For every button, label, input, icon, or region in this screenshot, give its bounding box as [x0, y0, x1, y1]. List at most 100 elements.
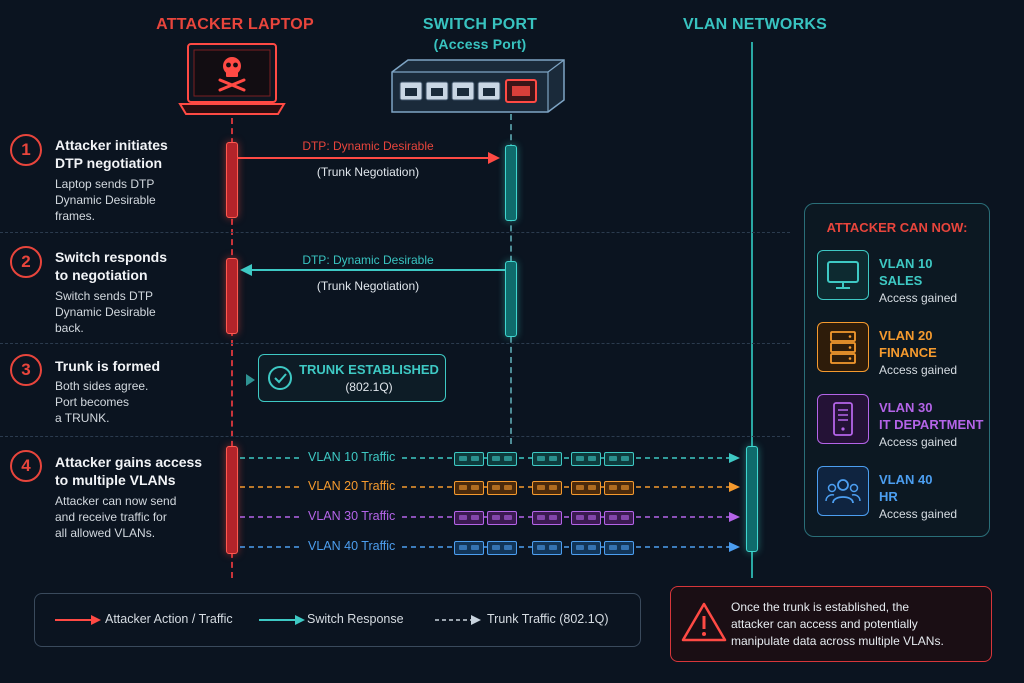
- vlan-20-traffic-label: VLAN 20 Traffic: [302, 479, 402, 493]
- step-title: DTP negotiation: [55, 155, 163, 171]
- legend-switch-label: Switch Response: [307, 612, 404, 626]
- vlan-10-traffic-label: VLAN 10 Traffic: [302, 450, 402, 464]
- dashed-arrow-icon: [435, 615, 481, 625]
- users-icon: [817, 466, 869, 516]
- panel-title: ATTACKER CAN NOW:: [826, 220, 968, 235]
- packet-icon: [487, 452, 517, 466]
- divider: [0, 343, 790, 344]
- server-rack-icon: [817, 394, 869, 444]
- warning-line: attacker can access and potentially: [731, 617, 918, 631]
- step-title: to negotiation: [55, 267, 148, 283]
- packet-icon: [604, 511, 634, 525]
- step-desc: Dynamic Desirable: [55, 305, 156, 319]
- attacker-lifeline: [231, 118, 233, 578]
- step-desc: a TRUNK.: [55, 411, 110, 425]
- step-desc: back.: [55, 321, 84, 335]
- legend-trunk-label: Trunk Traffic (802.1Q): [487, 612, 609, 626]
- packet-icon: [571, 541, 601, 555]
- trunk-established-box: TRUNK ESTABLISHED (802.1Q): [258, 354, 446, 402]
- monitor-icon: [817, 250, 869, 300]
- packet-icon: [454, 541, 484, 555]
- step-desc: Switch sends DTP: [55, 289, 154, 303]
- divider: [0, 232, 790, 233]
- dtp-message-sublabel: (Trunk Negotiation): [316, 165, 420, 179]
- packet-icon: [532, 452, 562, 466]
- step-desc: all allowed VLANs.: [55, 526, 156, 540]
- packet-icon: [532, 511, 562, 525]
- vlan-20-dept: FINANCE: [879, 345, 937, 360]
- vlan-activation-bar: [746, 446, 758, 552]
- vlan-10-status: Access gained: [879, 291, 958, 305]
- warning-text: Once the trunk is established, the attac…: [731, 599, 944, 650]
- vlan-networks-title: VLAN NETWORKS: [683, 16, 827, 33]
- packet-icon: [487, 541, 517, 555]
- step-title: Trunk is formed: [55, 358, 161, 374]
- step-title: Attacker gains access: [55, 454, 203, 470]
- server-icon: [817, 322, 869, 372]
- step-desc: frames.: [55, 209, 96, 223]
- vlan-40-status: Access gained: [879, 507, 958, 521]
- vlan-30-status: Access gained: [879, 435, 958, 449]
- warning-line: manipulate data across multiple VLANs.: [731, 634, 944, 648]
- packet-icon: [487, 511, 517, 525]
- switch-icon: [391, 59, 565, 113]
- warning-icon: [681, 602, 727, 642]
- switch-port-title: SWITCH PORT: [422, 16, 538, 33]
- attacker-activation-bar: [226, 258, 238, 334]
- packet-icon: [532, 541, 562, 555]
- divider: [0, 436, 790, 437]
- legend: Attacker Action / Traffic Switch Respons…: [34, 593, 641, 647]
- vlan-20-name: VLAN 20: [879, 328, 933, 343]
- vlan-20-status: Access gained: [879, 363, 958, 377]
- dtp-response-sublabel: (Trunk Negotiation): [316, 279, 420, 293]
- attacker-laptop-icon: [178, 43, 286, 115]
- packet-icon: [571, 481, 601, 495]
- step-desc: Laptop sends DTP: [55, 177, 155, 191]
- vlan-40-traffic-label: VLAN 40 Traffic: [302, 539, 402, 553]
- legend-attacker-label: Attacker Action / Traffic: [105, 612, 233, 626]
- vlan-10-dept: SALES: [879, 273, 923, 288]
- step-desc: Attacker can now send: [55, 494, 177, 508]
- teal-arrow-icon: [259, 615, 305, 625]
- vlan-30-traffic-label: VLAN 30 Traffic: [302, 509, 402, 523]
- step-number: 3: [10, 354, 42, 386]
- dtp-message-label: DTP: Dynamic Desirable: [302, 139, 434, 153]
- dtp-response-label: DTP: Dynamic Desirable: [302, 253, 434, 267]
- step-number: 1: [10, 134, 42, 166]
- vlan-10-name: VLAN 10: [879, 256, 933, 271]
- packet-icon: [604, 481, 634, 495]
- warning-box: Once the trunk is established, the attac…: [670, 586, 992, 662]
- step-desc: Port becomes: [55, 395, 130, 409]
- step-desc: and receive traffic for: [55, 510, 167, 524]
- warning-line: Once the trunk is established, the: [731, 600, 910, 614]
- step-desc: Dynamic Desirable: [55, 193, 156, 207]
- attacker-activation-bar: [226, 142, 238, 218]
- step-desc: Both sides agree.: [55, 379, 149, 393]
- vlan-lifeline: [751, 42, 753, 578]
- vlan-40-name: VLAN 40: [879, 472, 933, 487]
- attacker-laptop-title: ATTACKER LAPTOP: [156, 16, 314, 33]
- attacker-activation-bar: [226, 446, 238, 554]
- step-title: Attacker initiates: [55, 137, 168, 153]
- check-circle-icon: [268, 366, 292, 390]
- vlan-30-name: VLAN 30: [879, 400, 933, 415]
- trunk-established-sub: (802.1Q): [345, 380, 393, 394]
- packet-icon: [454, 452, 484, 466]
- step-number: 4: [10, 450, 42, 482]
- packet-icon: [454, 511, 484, 525]
- packet-icon: [571, 452, 601, 466]
- step-title: Switch responds: [55, 249, 168, 265]
- packet-icon: [532, 481, 562, 495]
- packet-icon: [604, 452, 634, 466]
- packet-icon: [454, 481, 484, 495]
- packet-icon: [487, 481, 517, 495]
- trunk-established-title: TRUNK ESTABLISHED: [299, 362, 439, 377]
- vlan-30-dept: IT DEPARTMENT: [879, 417, 984, 432]
- switch-port-subtitle: (Access Port): [433, 36, 527, 52]
- packet-icon: [571, 511, 601, 525]
- step-number: 2: [10, 246, 42, 278]
- red-arrow-icon: [55, 615, 101, 625]
- packet-icon: [604, 541, 634, 555]
- switch-activation-bar: [505, 145, 517, 221]
